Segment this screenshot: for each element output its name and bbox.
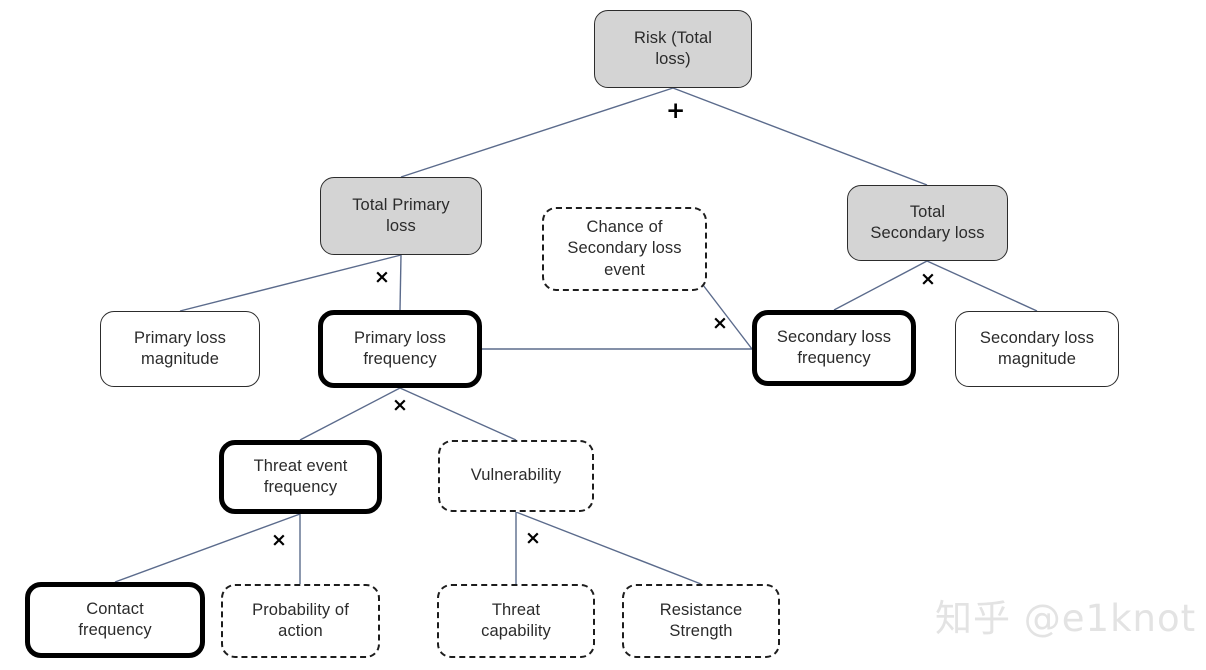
- node-label-chance: Chance of Secondary loss event: [567, 217, 682, 279]
- node-label-tsl: Total Secondary loss: [870, 202, 985, 242]
- node-rs[interactable]: Resistance Strength: [622, 584, 780, 658]
- node-slf[interactable]: Secondary loss frequency: [752, 310, 916, 386]
- node-label-cf: Contact frequency: [78, 599, 152, 639]
- connector-tpl-to-plm: [179, 254, 402, 312]
- node-tpl[interactable]: Total Primary loss: [320, 177, 482, 255]
- operator-times-op-tef: ×: [271, 529, 287, 551]
- node-chance[interactable]: Chance of Secondary loss event: [542, 207, 707, 291]
- node-label-rs: Resistance Strength: [659, 600, 743, 640]
- node-label-tc: Threat capability: [481, 600, 551, 640]
- operator-times-op-tpl: ×: [374, 266, 390, 288]
- node-label-plm: Primary loss magnitude: [134, 328, 226, 368]
- node-slm[interactable]: Secondary loss magnitude: [955, 311, 1119, 387]
- node-tc[interactable]: Threat capability: [437, 584, 595, 658]
- node-label-tef: Threat event frequency: [253, 456, 348, 496]
- watermark: 知乎 @e1knot: [935, 597, 1197, 640]
- connector-risk-to-tsl: [672, 87, 928, 186]
- operator-times-op-tsl: ×: [920, 268, 936, 290]
- connector-plf-to-tef: [299, 387, 401, 441]
- connector-tpl-to-plf: [399, 254, 402, 311]
- node-plf[interactable]: Primary loss frequency: [318, 310, 482, 388]
- node-label-slm: Secondary loss magnitude: [979, 328, 1095, 368]
- connector-plf-to-vuln: [399, 387, 517, 441]
- node-vuln[interactable]: Vulnerability: [438, 440, 594, 512]
- node-tef[interactable]: Threat event frequency: [219, 440, 382, 514]
- connector-tsl-to-slm: [926, 260, 1038, 312]
- node-label-slf: Secondary loss frequency: [776, 327, 892, 367]
- node-label-vuln: Vulnerability: [470, 466, 562, 485]
- connector-vuln-to-rs: [515, 511, 702, 585]
- connector-tsl-to-slf: [833, 260, 928, 311]
- operator-plus-op-risk: +: [666, 98, 686, 124]
- node-label-poa: Probability of action: [252, 600, 349, 640]
- connector-risk-to-tpl: [400, 87, 674, 178]
- node-poa[interactable]: Probability of action: [221, 584, 380, 658]
- operator-times-op-slf: ×: [712, 312, 728, 334]
- node-label-risk: Risk (Total loss): [633, 28, 713, 68]
- node-risk[interactable]: Risk (Total loss): [594, 10, 752, 88]
- node-label-plf: Primary loss frequency: [354, 328, 446, 368]
- node-label-tpl: Total Primary loss: [352, 195, 450, 235]
- node-plm[interactable]: Primary loss magnitude: [100, 311, 260, 387]
- node-tsl[interactable]: Total Secondary loss: [847, 185, 1008, 261]
- operator-times-op-plf: ×: [392, 394, 408, 416]
- operator-times-op-vuln: ×: [525, 527, 541, 549]
- node-cf[interactable]: Contact frequency: [25, 582, 205, 658]
